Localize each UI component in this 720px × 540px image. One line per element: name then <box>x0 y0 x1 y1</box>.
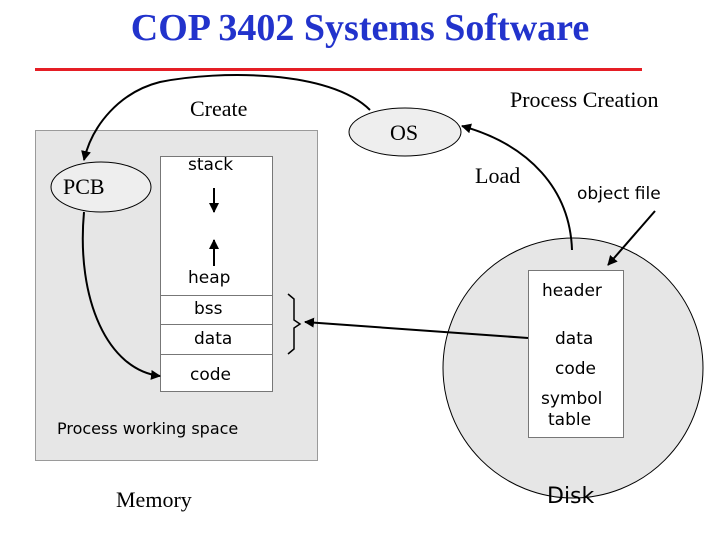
disk-table-label: table <box>548 410 592 430</box>
process-working-space-label: Process working space <box>57 419 239 438</box>
stack-segment-label: stack <box>188 155 234 175</box>
disk-label: Disk <box>547 484 595 509</box>
pcb-ellipse <box>50 161 152 213</box>
title-underline <box>35 68 642 71</box>
object-file-label: object file <box>577 184 661 204</box>
create-label: Create <box>190 96 248 121</box>
object-file-arrow <box>607 210 656 266</box>
memory-label: Memory <box>116 487 192 512</box>
code-segment-label: code <box>190 365 231 385</box>
load-arrow <box>304 317 529 339</box>
load-label: Load <box>475 163 521 188</box>
create-arrow <box>81 74 371 161</box>
data-segment-label: data <box>194 329 233 349</box>
disk-symbol-label: symbol <box>541 389 603 409</box>
memory-segment-column <box>160 156 273 392</box>
pcb-label: PCB <box>63 174 105 199</box>
os-ellipse <box>348 107 462 157</box>
object-file-table <box>528 270 624 438</box>
process-creation-arrow <box>461 123 573 251</box>
segment-divider-bss-data <box>160 324 273 325</box>
disk-code-label: code <box>555 359 596 379</box>
segment-divider-data-code <box>160 354 273 355</box>
disk-header-label: header <box>542 281 602 301</box>
segment-divider-heap-bss <box>160 295 273 296</box>
bss-data-brace <box>287 293 302 355</box>
bss-segment-label: bss <box>194 299 223 319</box>
disk-data-label: data <box>555 329 594 349</box>
os-label: OS <box>390 120 419 145</box>
pcb-to-code-arrow <box>81 211 161 380</box>
page-title: COP 3402 Systems Software <box>130 7 590 49</box>
process-creation-label: Process Creation <box>510 87 659 112</box>
heap-segment-label: heap <box>188 268 231 288</box>
